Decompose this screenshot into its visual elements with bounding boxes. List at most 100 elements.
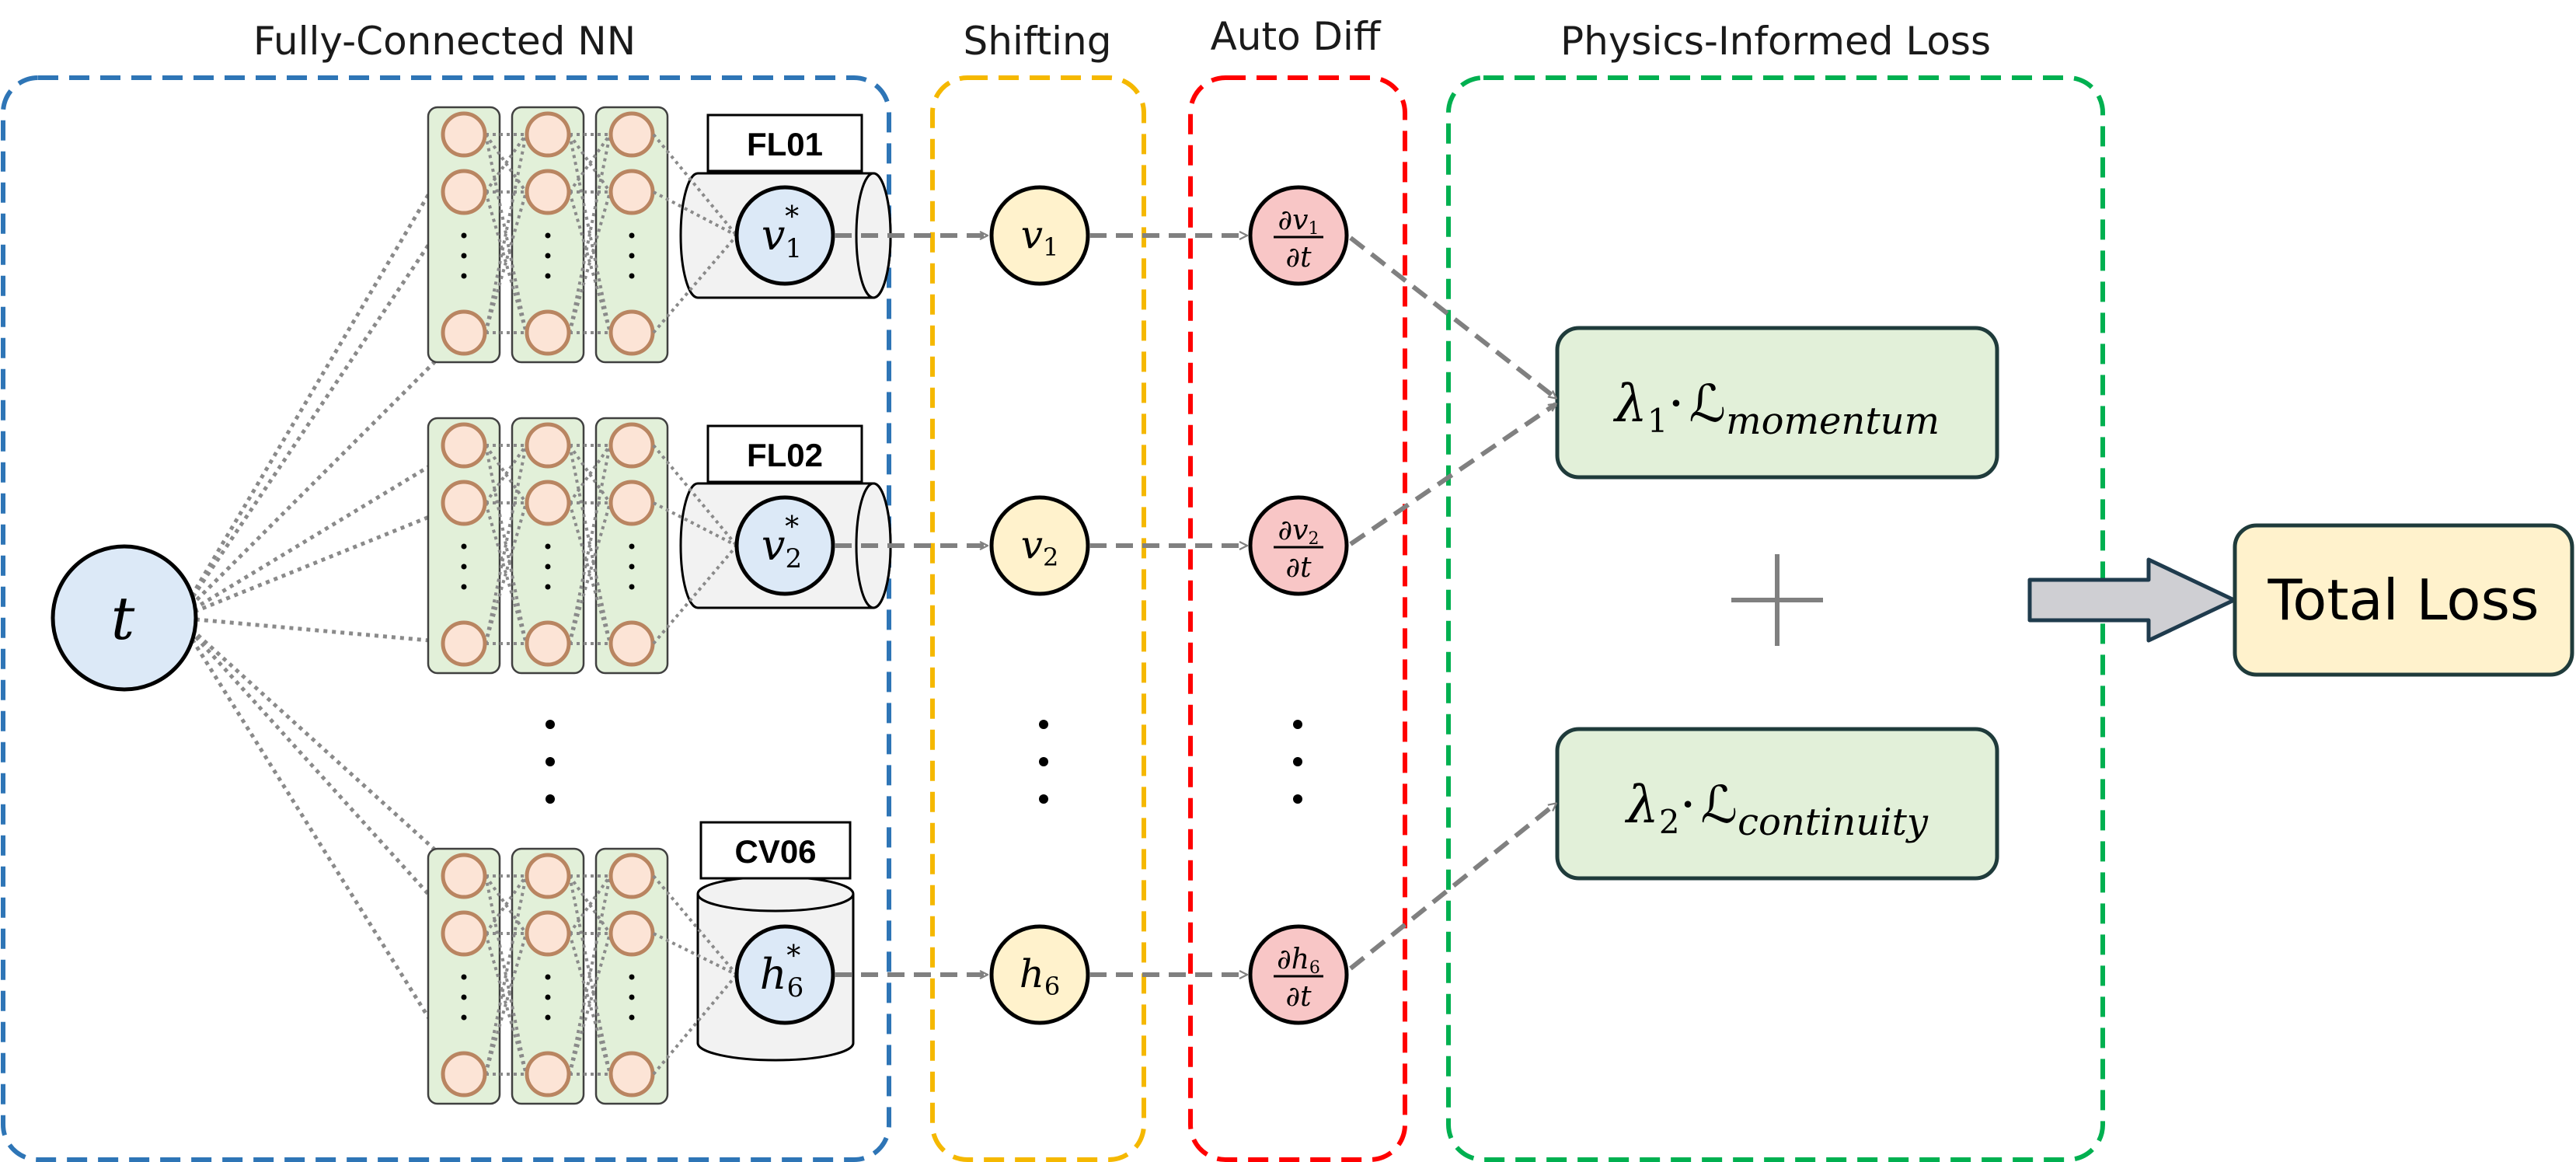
neuron-ellipsis xyxy=(545,543,551,550)
station-tag: CV06 xyxy=(734,833,816,870)
continuity-subscript: continuity xyxy=(1738,801,1929,844)
neuron xyxy=(441,853,487,899)
neuron-ellipsis xyxy=(629,974,635,980)
neuron xyxy=(608,111,655,158)
loss-section-frame xyxy=(1446,75,2105,1162)
output-label: v1* xyxy=(762,201,802,264)
neuron xyxy=(608,620,655,667)
derivative-denominator: ∂t xyxy=(1285,981,1312,1013)
total-loss-label: Total Loss xyxy=(2268,567,2539,633)
output-link xyxy=(653,501,737,547)
arrow-dv2-to-momentum xyxy=(1349,402,1556,546)
networks-ellipsis xyxy=(546,720,555,804)
shifting-section-frame xyxy=(930,75,1146,1162)
neuron-ellipsis xyxy=(629,232,635,239)
neuron xyxy=(608,422,655,469)
neuron-ellipsis xyxy=(629,994,635,1000)
neuron-ellipsis xyxy=(545,584,551,590)
layer-link xyxy=(484,134,528,333)
neuron xyxy=(525,169,571,215)
derivative-numerator: ∂v1 xyxy=(1278,204,1319,239)
station-tag-box xyxy=(706,113,863,173)
layer-link xyxy=(484,191,528,333)
input-link xyxy=(177,616,465,935)
neuron xyxy=(525,620,571,667)
lambda-symbol: λ xyxy=(1612,374,1647,434)
layer-link xyxy=(568,191,612,333)
input-node-t: t xyxy=(51,544,198,692)
fcnn-section-frame xyxy=(1,75,891,1162)
continuity-loss-box: λ2·ℒcontinuity xyxy=(1555,727,1999,881)
output-label: v2* xyxy=(762,511,802,574)
shifting-ellipsis xyxy=(1039,720,1048,804)
plus-sign xyxy=(1731,554,1823,646)
layer-link xyxy=(484,874,528,935)
neuron xyxy=(441,910,487,957)
input-link xyxy=(176,190,466,619)
loss-symbol: ℒ xyxy=(1701,775,1738,835)
layer-link xyxy=(484,502,528,644)
output-label: h6* xyxy=(760,940,803,1003)
output-link xyxy=(652,544,738,645)
layer-link xyxy=(484,502,528,644)
derivative-node xyxy=(1248,924,1349,1025)
lambda-subscript: 1 xyxy=(1647,402,1668,440)
neuron xyxy=(441,111,487,158)
neuron-ellipsis xyxy=(545,1014,551,1021)
neuron-ellipsis xyxy=(545,564,551,570)
multiply-dot: · xyxy=(1680,775,1696,835)
station-tag-box xyxy=(706,424,863,483)
output-link xyxy=(653,932,737,976)
layer-link xyxy=(484,445,528,644)
neuron xyxy=(441,422,487,469)
multiply-dot: · xyxy=(1668,374,1685,434)
neuron xyxy=(441,169,487,215)
output-link xyxy=(652,234,738,334)
neuron-ellipsis xyxy=(629,584,635,590)
layer-link xyxy=(484,444,528,504)
layer-link xyxy=(568,445,612,644)
derivative-numerator: ∂v2 xyxy=(1278,515,1319,549)
layer-link xyxy=(568,133,612,194)
neuron-ellipsis xyxy=(629,543,635,550)
derivative-node xyxy=(1248,495,1349,596)
input-link xyxy=(178,616,465,646)
neuron-ellipsis xyxy=(545,273,551,279)
neuron-ellipsis xyxy=(461,994,467,1000)
neuron-ellipsis xyxy=(461,253,467,259)
station-tag: FL02 xyxy=(747,437,823,473)
svg-text:λ1·ℒmomentum: λ1·ℒmomentum xyxy=(1612,374,1940,443)
shifted-node xyxy=(989,924,1090,1025)
neuron-ellipsis xyxy=(461,543,467,550)
neuron xyxy=(525,480,571,526)
neuron-ellipsis xyxy=(629,253,635,259)
neuron xyxy=(441,309,487,356)
output-link xyxy=(652,444,738,547)
layer-link xyxy=(484,933,528,1075)
cylinder-cap xyxy=(696,875,855,913)
layer-link xyxy=(568,933,612,1075)
layer-link xyxy=(484,875,528,1075)
output-link xyxy=(652,133,738,237)
layer-link xyxy=(484,134,528,333)
layer-link xyxy=(568,502,612,644)
derivative-denominator: ∂t xyxy=(1285,552,1312,584)
output-link xyxy=(652,874,738,976)
neuron xyxy=(608,853,655,899)
input-link xyxy=(177,443,465,620)
neuron xyxy=(525,111,571,158)
neuron xyxy=(608,169,655,215)
momentum-loss-box: λ1·ℒmomentum xyxy=(1555,326,1999,480)
layer-link xyxy=(568,875,612,1075)
fcnn-section-title: Fully-Connected NN xyxy=(253,19,636,64)
derivative-numerator: ∂h6 xyxy=(1277,944,1320,978)
output-link xyxy=(653,190,737,237)
output-node xyxy=(734,495,835,596)
neuron xyxy=(608,910,655,957)
input-link xyxy=(178,501,465,620)
shifted-node xyxy=(989,185,1090,286)
layer-link xyxy=(568,502,612,644)
shifted-node xyxy=(989,495,1090,596)
